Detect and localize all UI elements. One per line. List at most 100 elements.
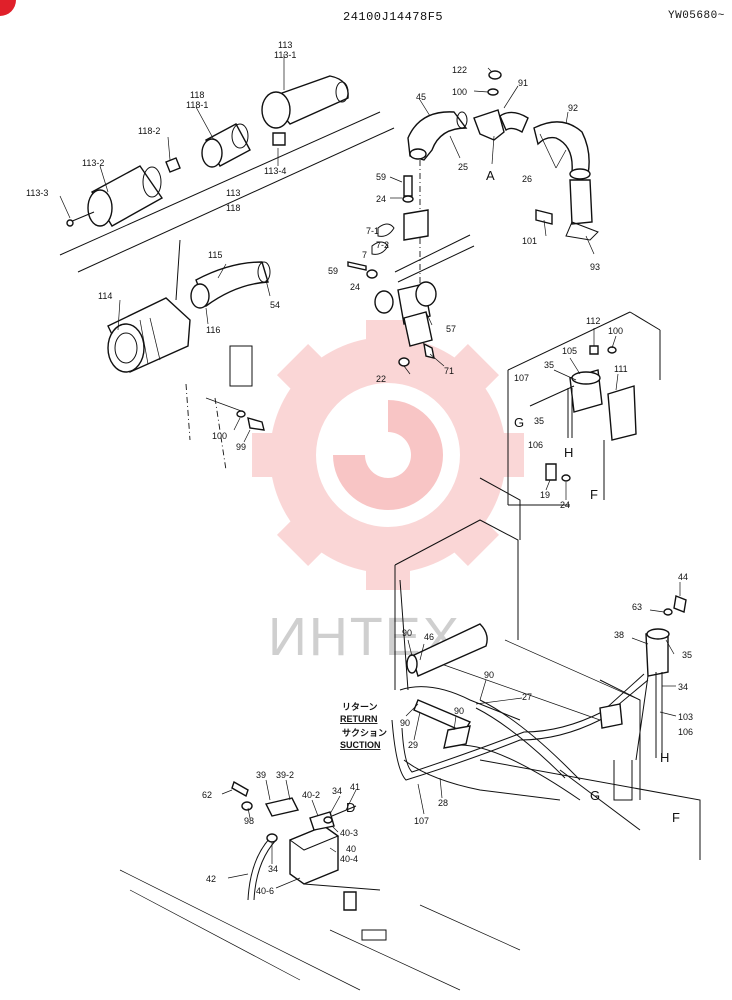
callout-90-b: 90: [484, 670, 494, 680]
callout-118-1: 118-1: [186, 100, 208, 110]
callout-118-2: 118-2: [138, 126, 160, 136]
callout-90-d: 90: [454, 706, 464, 716]
callout-40-3: 40-3: [340, 828, 358, 838]
leader-lines: [59, 54, 681, 889]
callout-35-c: 35: [682, 650, 692, 660]
callout-107-top: 107: [514, 373, 529, 383]
callout-24-top: 24: [376, 194, 386, 204]
callout-112: 112: [586, 316, 600, 326]
callout-113: 113: [278, 40, 292, 50]
air-cleaner-assembly: [59, 75, 395, 273]
callout-24-right: 24: [560, 500, 570, 510]
callout-122: 122: [452, 65, 467, 75]
callout-a: A: [486, 168, 495, 183]
callout-90-c: 90: [400, 718, 410, 728]
filter-bracket-assembly: [347, 175, 475, 367]
callout-106-top: 106: [528, 440, 543, 450]
machine-frame: [119, 477, 701, 991]
callout-40-6: 40-6: [256, 886, 274, 896]
callout-f-top: F: [590, 487, 598, 502]
callout-24-mid: 24: [350, 282, 360, 292]
callout-7-2: 7-2: [376, 240, 389, 250]
callout-39-2: 39-2: [276, 770, 294, 780]
callout-26: 26: [522, 174, 532, 184]
callout-34-right: 34: [678, 682, 688, 692]
callout-98: 98: [244, 816, 254, 826]
watermark-gear-icon: [252, 320, 524, 590]
fuel-filter-assembly-right: [507, 311, 661, 506]
callout-25: 25: [458, 162, 468, 172]
callout-113-4: 113-4: [264, 166, 286, 176]
callout-113-3: 113-3: [26, 188, 48, 198]
callout-103: 103: [678, 712, 693, 722]
callout-113-2: 113-2: [82, 158, 104, 168]
callout-7: 7: [362, 250, 367, 260]
callout-27: 27: [522, 692, 532, 702]
callout-106-right: 106: [678, 727, 693, 737]
callout-113-1: 113-1: [274, 50, 296, 60]
callout-105: 105: [562, 346, 577, 356]
callout-107-bottom: 107: [414, 816, 429, 826]
callout-19: 19: [540, 490, 550, 500]
callout-91: 91: [518, 78, 528, 88]
fuel-filter-assembly-lower: [599, 595, 687, 761]
callout-59-top: 59: [376, 172, 386, 182]
callout-38: 38: [614, 630, 624, 640]
callout-116: 116: [206, 325, 220, 335]
fuel-pipe-assembly: [391, 623, 649, 801]
callout-100-right: 100: [608, 326, 623, 336]
callout-g-bottom: G: [590, 788, 600, 803]
callout-h-top: H: [564, 445, 573, 460]
callout-39: 39: [256, 770, 266, 780]
serial-range: YW05680~: [668, 10, 725, 22]
callout-118-lower: 118: [226, 203, 240, 213]
callout-h-bottom: H: [660, 750, 669, 765]
callout-99: 99: [236, 442, 246, 452]
callout-7-1: 7-1: [366, 226, 379, 236]
callout-100-left: 100: [212, 431, 227, 441]
callout-40-2: 40-2: [302, 790, 320, 800]
callout-42: 42: [206, 874, 216, 884]
suction-jp-label: サクション: [342, 728, 387, 738]
return-jp-label: リターン: [342, 701, 378, 712]
callout-114: 114: [98, 291, 112, 301]
callout-113-lower: 113: [226, 188, 240, 198]
callout-28: 28: [438, 798, 448, 808]
return-label: RETURN: [340, 714, 378, 724]
callout-46: 46: [424, 632, 434, 642]
corner-marker: [0, 0, 16, 16]
callout-111: 111: [614, 364, 628, 374]
callout-29: 29: [408, 740, 418, 750]
callout-g-top: G: [514, 415, 524, 430]
callout-44: 44: [678, 572, 688, 582]
intake-connector-assembly: [107, 239, 271, 471]
callout-35-a: 35: [544, 360, 554, 370]
reservoir-tank-assembly: [231, 780, 381, 911]
callout-40: 40: [346, 844, 356, 854]
callout-57: 57: [446, 324, 456, 334]
callout-f-bottom: F: [672, 810, 680, 825]
document-code: 24100J14478F5: [343, 10, 444, 24]
callout-59-mid: 59: [328, 266, 338, 276]
callout-40-4: 40-4: [340, 854, 358, 864]
callout-101: 101: [522, 236, 537, 246]
callout-62: 62: [202, 790, 212, 800]
callout-45: 45: [416, 92, 426, 102]
callout-115: 115: [208, 250, 222, 260]
callout-labels: 113 113-1 118 118-1 118-2 113-2 113-3 11…: [26, 40, 693, 896]
callout-34-bottom: 34: [268, 864, 278, 874]
callout-54: 54: [270, 300, 280, 310]
callout-71: 71: [444, 366, 454, 376]
callout-100-top: 100: [452, 87, 467, 97]
suction-label: SUCTION: [340, 740, 381, 750]
callout-92: 92: [568, 103, 578, 113]
callout-93: 93: [590, 262, 600, 272]
callout-d: D: [346, 800, 355, 815]
callout-63: 63: [632, 602, 642, 612]
callout-118: 118: [190, 90, 204, 100]
hose-assembly-top: [407, 70, 599, 292]
callout-35-b: 35: [534, 416, 544, 426]
callout-34-top: 34: [332, 786, 342, 796]
callout-22: 22: [376, 374, 386, 384]
